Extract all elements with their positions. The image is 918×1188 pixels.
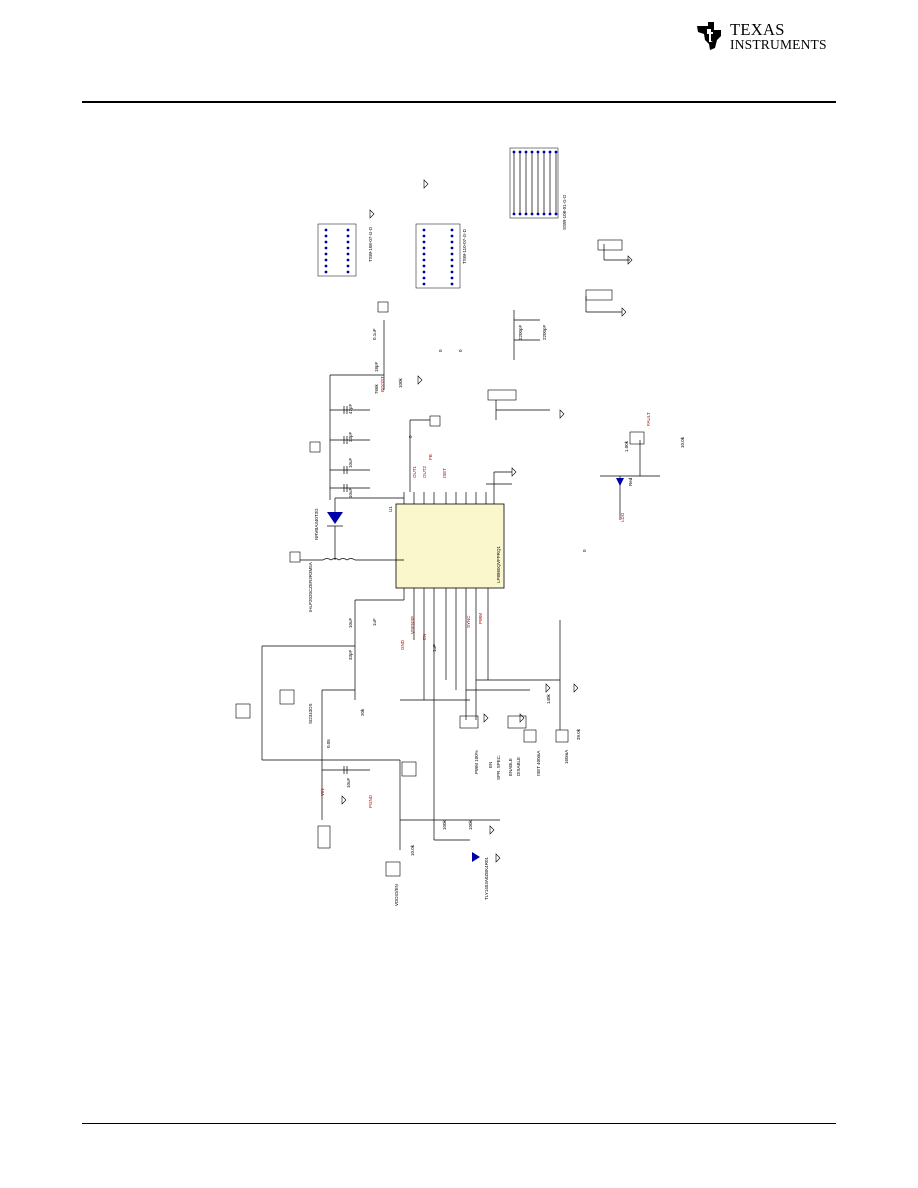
net-fb: FB xyxy=(428,454,433,460)
label-c7: 10uF xyxy=(348,457,353,468)
part-j17: SSW-108-01-G-D xyxy=(562,194,567,230)
label-c4: 10uF xyxy=(348,617,353,628)
jumper-label-disable: DISABLE xyxy=(516,757,521,776)
label-r22: 0 xyxy=(582,549,587,552)
led-d2 xyxy=(616,478,624,486)
net-en: EN xyxy=(422,634,427,640)
net-boost: BOOST xyxy=(380,376,385,392)
inductor-l1 xyxy=(322,558,356,561)
net-pgnd: PGND xyxy=(368,794,373,808)
label-c10: 2200pF xyxy=(518,324,523,340)
label-r16: 10.0k xyxy=(410,844,415,856)
net-sync: SYNC xyxy=(466,615,471,628)
jumper-j5 xyxy=(555,729,569,743)
label-r18: 100k xyxy=(442,819,447,830)
header-j16 xyxy=(415,223,461,289)
jumper-label-160ma: 160mA xyxy=(564,750,569,764)
ic-left-pins xyxy=(403,588,489,600)
net-fault: FAULT xyxy=(646,412,651,426)
ic-right-pins xyxy=(403,492,495,504)
ti-logo: TEXAS INSTRUMENTS xyxy=(694,18,836,54)
label-d2: Red xyxy=(628,477,633,486)
label-r14: 0 xyxy=(438,349,443,352)
part-j15: TSW-108-07-G-D xyxy=(368,226,373,262)
label-r10: 1.00k xyxy=(624,440,629,452)
jumper-j20 xyxy=(289,551,301,563)
net-gnd: GND xyxy=(400,639,405,650)
net-vin: VIN xyxy=(320,788,325,796)
label-c8: 33pF xyxy=(348,431,353,442)
footer-rule xyxy=(82,1123,836,1124)
label-r4: 39.0k xyxy=(576,728,581,740)
label-r15: 0 xyxy=(458,349,463,352)
jumper-label-enable: ENABLE xyxy=(508,758,513,776)
label-c15: 1uF xyxy=(372,618,377,626)
brand-name-line1: TEXAS xyxy=(730,20,785,39)
net-ldo: LDO xyxy=(620,512,625,522)
jumper-label-pwm: PWM 100% xyxy=(474,750,479,774)
label-c3: 1uF xyxy=(432,644,437,652)
label-r11: 0 xyxy=(408,435,413,438)
label-r26: 100k xyxy=(468,819,473,830)
label-d1: NRVBA340T3G xyxy=(314,508,319,540)
ic-ref-label: U1 xyxy=(388,506,393,512)
label-r2: 20k xyxy=(360,708,365,716)
label-c16: 47pF xyxy=(348,403,353,414)
label-r1: 0.05 xyxy=(326,739,331,748)
jumper-j28 xyxy=(279,689,295,705)
label-c14: 0.1uF xyxy=(372,328,377,340)
jumper-label-spr: SPR. SPEC. xyxy=(496,755,501,780)
jumper-j10 xyxy=(629,431,645,445)
net-iset: ISET xyxy=(442,468,447,478)
ic-body xyxy=(395,503,505,589)
label-c9: 18pF xyxy=(374,361,379,372)
jumper-j2 xyxy=(459,715,479,729)
jumper-j4 xyxy=(523,729,537,743)
jumper-j21 xyxy=(317,825,331,849)
label-c6: 10uF xyxy=(348,487,353,498)
jumper-j23 xyxy=(597,239,623,251)
jumper-j27 xyxy=(429,415,441,427)
label-r13: 100k xyxy=(398,377,403,388)
net-pwm: PWM xyxy=(478,613,483,624)
jumper-j1 xyxy=(385,861,401,877)
led-d3 xyxy=(472,852,480,862)
jumper-j19 xyxy=(377,301,389,313)
jumper-j22 xyxy=(585,289,613,301)
label-l1: IHLP2020CZER3R3M5A xyxy=(308,562,313,612)
label-q1: SI2343DS xyxy=(308,703,313,724)
jumper-j11 xyxy=(487,389,517,401)
ti-state-icon xyxy=(697,22,721,50)
part-j16: TSW-110-07-G-D xyxy=(462,228,467,264)
jumper-j29 xyxy=(235,703,251,719)
gnd-symbols xyxy=(341,179,633,863)
net-vsense: VSENSE xyxy=(410,616,415,634)
label-r21: 10.0k xyxy=(680,436,685,448)
label-r3: 140k xyxy=(546,693,551,704)
header-j17-j18 xyxy=(509,147,559,219)
label-c11: 2200pF xyxy=(542,324,547,340)
label-d3: TLY1453A0ZBK4R01 xyxy=(484,857,489,900)
jumper-j30 xyxy=(401,761,417,777)
net-out1: OUT1 xyxy=(412,466,417,478)
net-vddio-en: VDDIO/EN xyxy=(394,884,399,906)
jumper-j3 xyxy=(507,715,527,729)
jumper-label-iset: ISET 400mA xyxy=(536,751,541,776)
header-rule xyxy=(82,101,836,103)
jumper-j9 xyxy=(309,441,321,453)
brand-name-line2: INSTRUMENTS xyxy=(730,37,827,52)
jumper-label-en: EN xyxy=(488,762,493,768)
label-r12: 766k xyxy=(374,383,379,394)
label-c1: 10uF xyxy=(346,777,351,788)
label-c2: 33pF xyxy=(348,649,353,660)
net-out2: OUT2 xyxy=(422,466,427,478)
diode-d1 xyxy=(327,512,343,524)
header-j15 xyxy=(317,223,357,277)
ic-part-label: LP8860QVFPRQ1 xyxy=(496,545,501,583)
